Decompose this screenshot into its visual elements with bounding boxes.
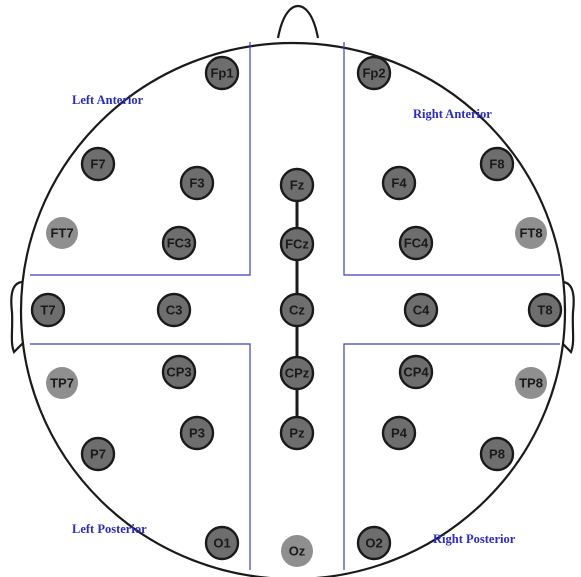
electrode-label: P8 [489, 447, 505, 462]
electrode-tp7: TP7 [46, 367, 78, 399]
electrode-p4: P4 [383, 417, 415, 449]
electrode-label: Pz [289, 426, 305, 441]
electrode-label: Cz [289, 303, 305, 318]
electrode-label: CPz [285, 366, 310, 381]
electrode-label: O1 [213, 536, 230, 551]
region-label-left-posterior: Left Posterior [72, 522, 147, 536]
electrode-f8: F8 [481, 148, 513, 180]
electrode-p8: P8 [481, 438, 513, 470]
electrode-label: TP8 [519, 376, 543, 391]
electrode-cpz: CPz [281, 357, 313, 389]
electrode-label: Fz [290, 178, 305, 193]
electrode-label: FC3 [167, 236, 192, 251]
region-label-left-anterior: Left Anterior [72, 93, 144, 107]
region-label-right-posterior: Right Posterior [433, 532, 516, 546]
electrode-label: C3 [166, 303, 183, 318]
electrode-fcz: FCz [281, 228, 313, 260]
electrode-fp2: Fp2 [358, 57, 390, 89]
electrode-p7: P7 [82, 438, 114, 470]
electrode-label: Fp1 [210, 66, 233, 81]
electrode-label: C4 [413, 303, 430, 318]
electrode-label: F3 [189, 176, 204, 191]
electrode-label: TP7 [50, 376, 74, 391]
electrode-label: FT7 [50, 226, 73, 241]
electrode-label: T8 [537, 303, 552, 318]
electrode-tp8: TP8 [515, 367, 547, 399]
electrode-label: O2 [365, 536, 382, 551]
electrode-fc3: FC3 [163, 227, 195, 259]
electrode-label: FCz [285, 237, 309, 252]
electrode-fp1: Fp1 [206, 57, 238, 89]
electrode-label: F7 [90, 157, 105, 172]
electrode-label: CP3 [166, 365, 191, 380]
electrode-o1: O1 [206, 527, 238, 559]
electrode-label: Oz [289, 544, 306, 559]
electrode-label: P7 [90, 447, 106, 462]
electrode-o2: O2 [358, 527, 390, 559]
electrode-label: Fp2 [362, 66, 385, 81]
electrode-c4: C4 [405, 294, 437, 326]
electrode-cz: Cz [281, 294, 313, 326]
electrode-label: FC4 [404, 236, 429, 251]
electrode-label: FT8 [519, 226, 542, 241]
electrode-t7: T7 [32, 294, 64, 326]
electrode-label: F8 [489, 157, 504, 172]
electrode-pz: Pz [281, 417, 313, 449]
electrode-label: P3 [189, 426, 205, 441]
electrode-cp3: CP3 [163, 356, 195, 388]
electrode-label: T7 [40, 303, 55, 318]
nose-outline [278, 6, 318, 38]
electrode-oz: Oz [281, 535, 313, 567]
electrode-p3: P3 [181, 417, 213, 449]
electrode-c3: C3 [158, 294, 190, 326]
electrode-label: CP4 [403, 365, 429, 380]
electrode-f3: F3 [181, 167, 213, 199]
electrode-t8: T8 [529, 294, 561, 326]
region-label-right-anterior: Right Anterior [413, 107, 492, 121]
electrode-f4: F4 [383, 167, 415, 199]
electrode-label: P4 [391, 426, 408, 441]
electrode-ft8: FT8 [515, 217, 547, 249]
electrode-f7: F7 [82, 148, 114, 180]
electrode-fz: Fz [281, 169, 313, 201]
electrode-ft7: FT7 [46, 217, 78, 249]
electrode-label: F4 [391, 176, 407, 191]
electrode-fc4: FC4 [400, 227, 432, 259]
electrode-cp4: CP4 [400, 356, 432, 388]
